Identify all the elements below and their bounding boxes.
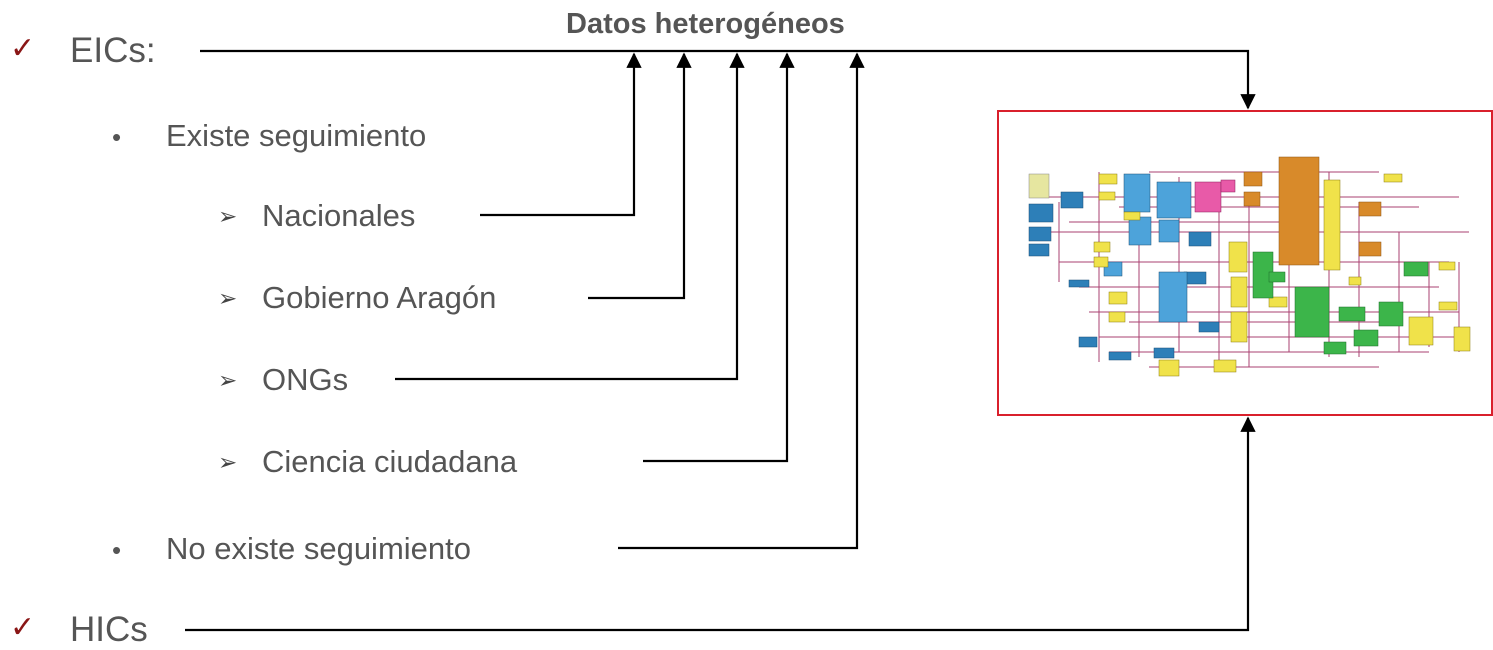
arrow-bullet-icon: ➢ [218, 203, 238, 229]
item-hics: HICs [70, 610, 148, 649]
ciencia-connector [643, 52, 795, 463]
gobierno-connector [588, 52, 692, 300]
schema-graphic [1028, 156, 1471, 377]
bullet-icon: • [112, 535, 122, 565]
check-icon: ✓ [10, 32, 36, 65]
bullet-icon: • [112, 122, 122, 152]
item-ongs: ONGs [262, 362, 349, 397]
hics-connector [185, 416, 1256, 632]
eics-connector [200, 49, 1256, 110]
item-ciencia-ciudadana: Ciencia ciudadana [262, 444, 518, 479]
database-schema-image [997, 110, 1493, 416]
item-no-existe-seguimiento: No existe seguimiento [166, 531, 471, 566]
item-gobierno-aragon: Gobierno Aragón [262, 280, 497, 315]
item-nacionales: Nacionales [262, 198, 416, 233]
diagram-title: Datos heterogéneos [566, 8, 845, 40]
nacionales-connector [480, 52, 642, 217]
arrow-bullet-icon: ➢ [218, 285, 238, 311]
arrow-bullet-icon: ➢ [218, 449, 238, 475]
ongs-connector [395, 52, 745, 381]
arrow-bullet-icon: ➢ [218, 367, 238, 393]
item-eics: EICs: [70, 31, 156, 70]
item-existe-seguimiento: Existe seguimiento [166, 118, 427, 153]
check-icon: ✓ [10, 611, 36, 644]
no-existe-connector [618, 52, 865, 550]
